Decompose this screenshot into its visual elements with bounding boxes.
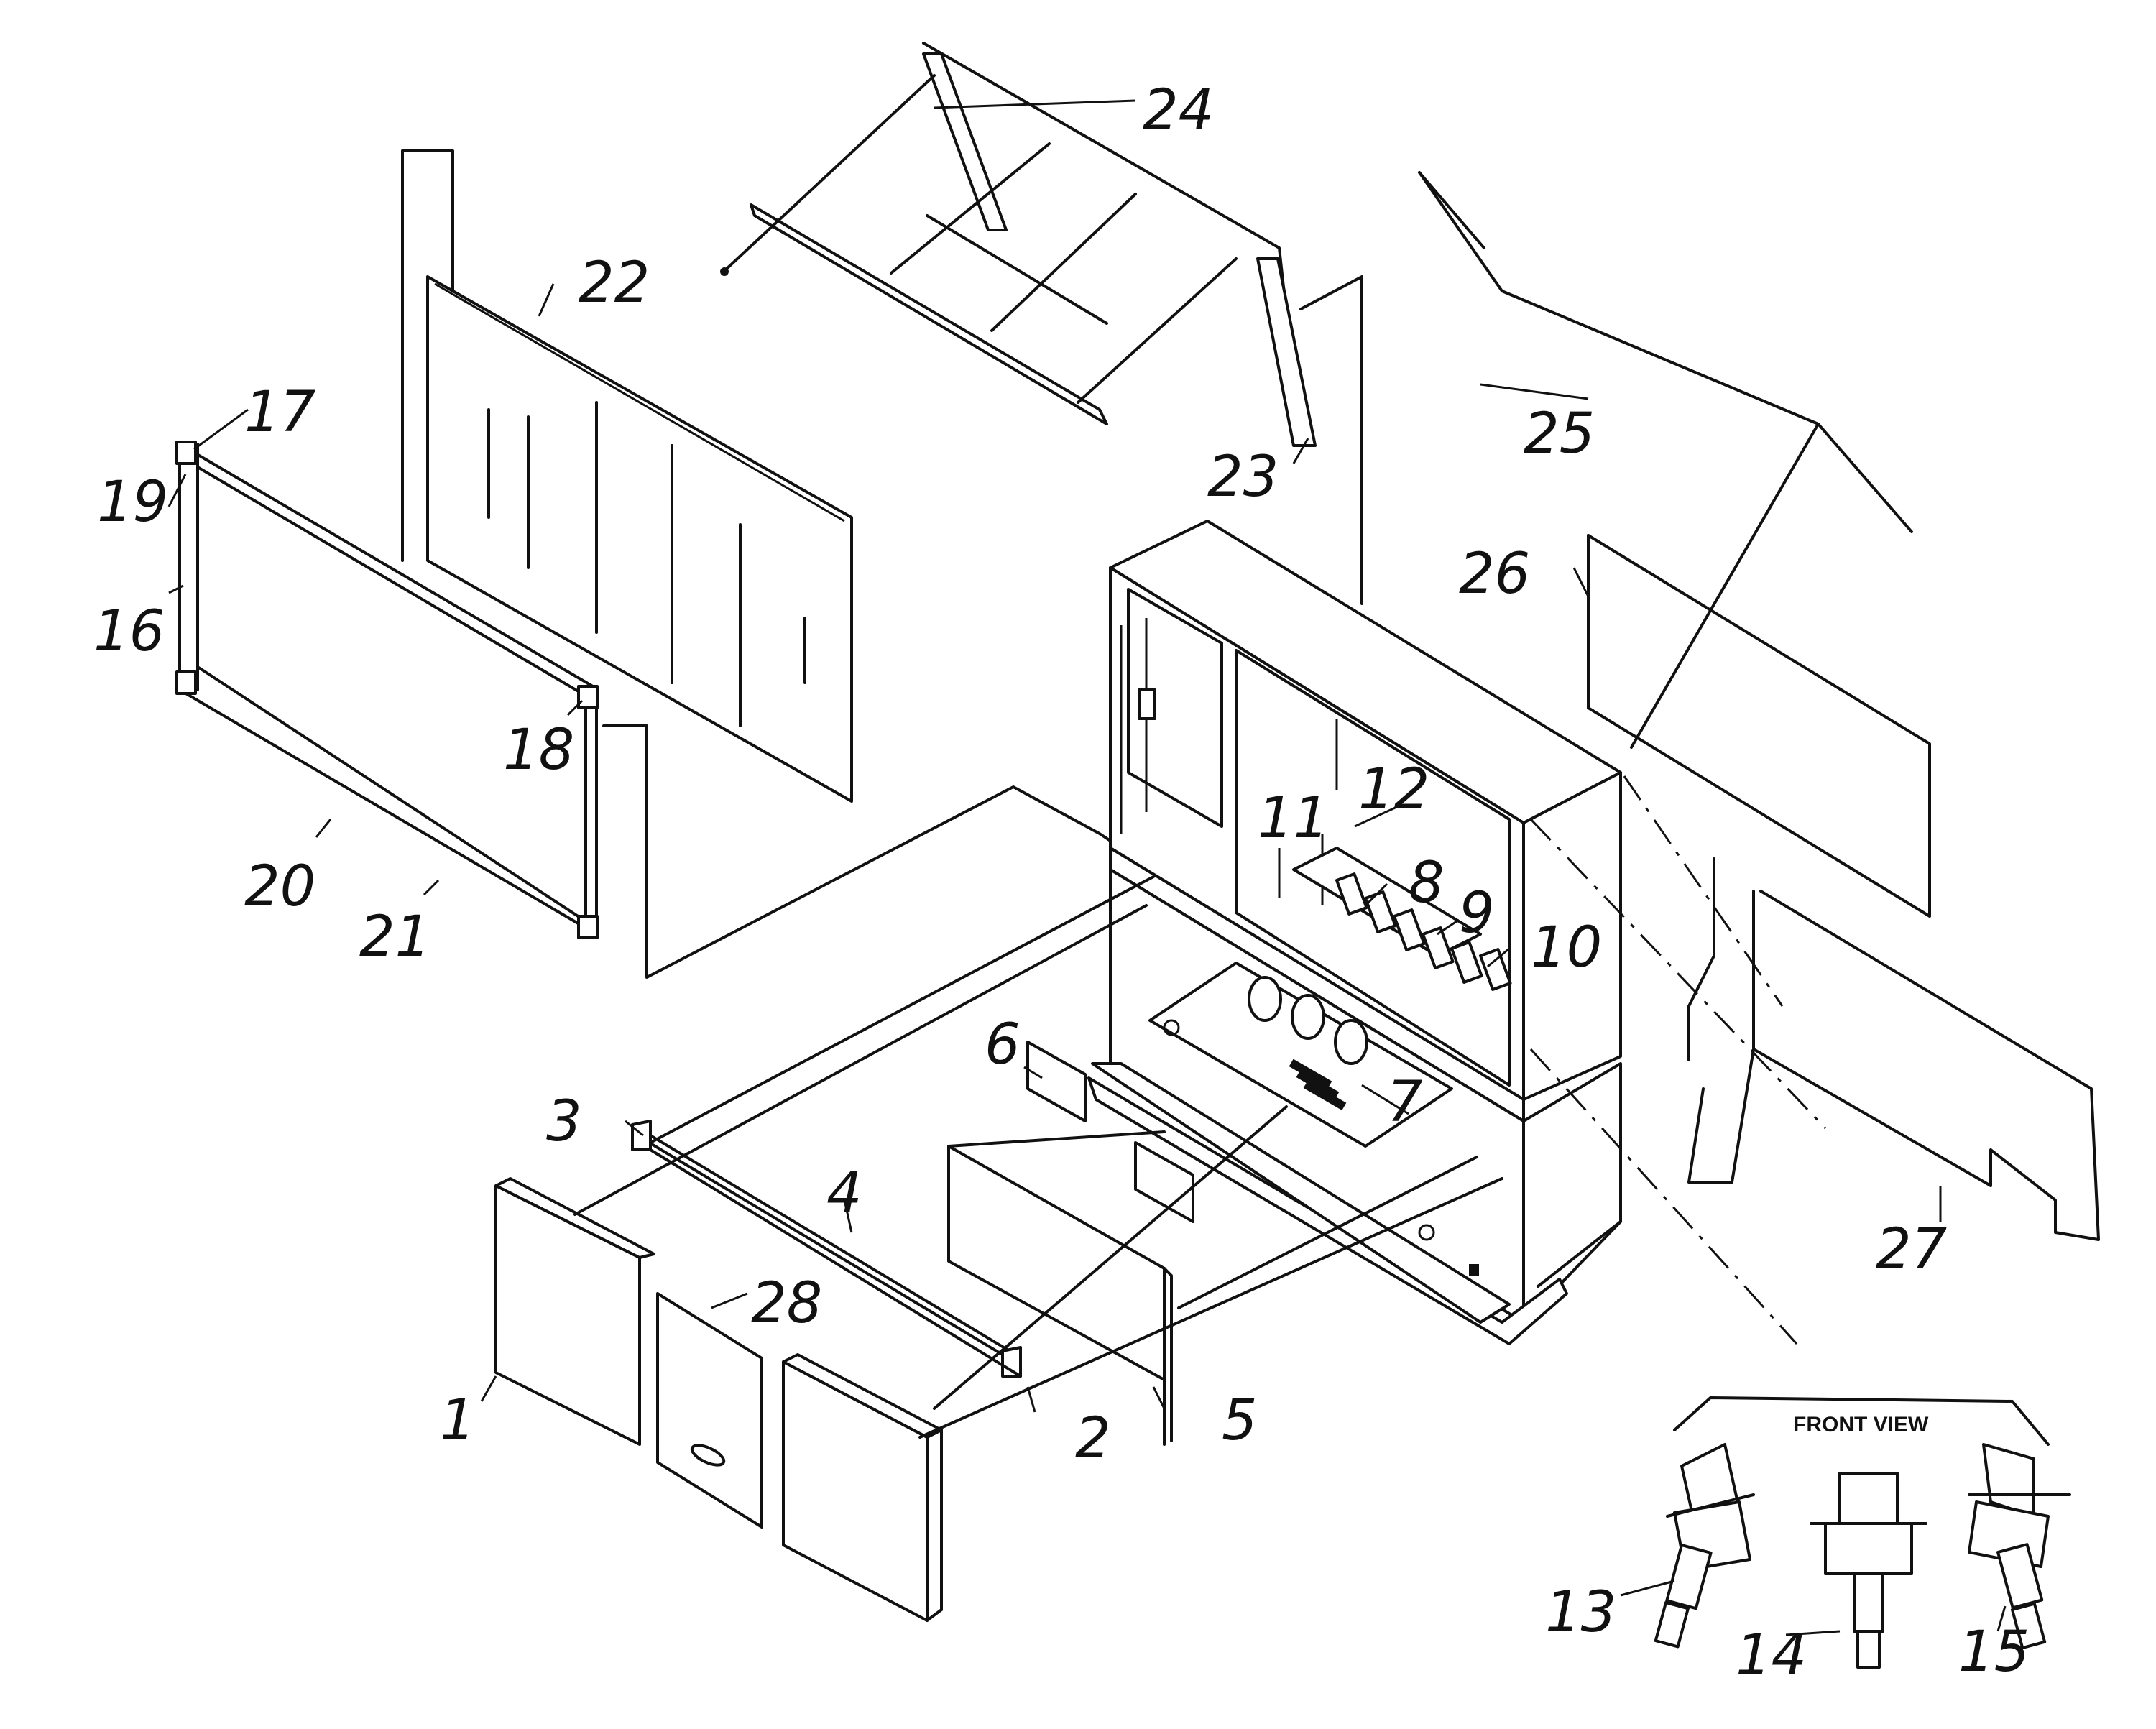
label-part-12: 12 [1358,757,1429,822]
label-part-26: 26 [1459,542,1530,607]
exploded-guide-lines [573,875,1503,1439]
label-part-7: 7 [1387,1070,1423,1135]
label-part-6: 6 [985,1013,1021,1077]
label-part-14: 14 [1736,1623,1807,1688]
part-26-back-cover [1587,534,1931,918]
label-front-view: FRONT VIEW [1793,1413,1929,1437]
label-part-10: 10 [1531,916,1602,980]
part-22-rear-screen-panel [426,275,853,803]
main-cabinet [1087,520,1622,1345]
label-part-16: 16 [93,599,165,664]
label-part-25: 25 [1524,402,1595,466]
part-24-top-frame [720,42,1363,605]
part-4-bottom-rail [631,1120,1022,1378]
label-part-20: 20 [244,854,315,919]
part-13-projector [1654,1443,1755,1649]
label-part-5: 5 [1222,1388,1258,1453]
label-part-17: 17 [244,380,315,445]
label-part-13: 13 [1545,1580,1616,1645]
lens-cluster [1292,847,1512,991]
label-part-11: 11 [1258,786,1329,851]
leader-lines [167,99,2007,1636]
center-lines [1529,775,1827,1345]
part-labels: 1 2 3 4 5 6 7 8 9 10 11 12 13 14 15 16 1… [93,78,2030,1688]
part-14-projector [1810,1472,1927,1669]
label-part-4: 4 [826,1161,862,1226]
label-part-23: 23 [1207,445,1279,510]
label-part-28: 28 [751,1271,822,1336]
label-part-3: 3 [546,1089,582,1154]
part-5-lower-panel [947,1130,1173,1446]
label-part-1: 1 [440,1388,476,1453]
part-25-top-panel [1418,171,1913,749]
part-6-7-brackets [1026,1041,1194,1223]
label-part-2: 2 [1075,1406,1111,1471]
part-27-side-cover [1687,857,2100,1241]
front-view-bracket [1673,1396,2050,1446]
front-doors [494,1177,943,1622]
label-part-15: 15 [1958,1620,2030,1684]
label-part-21: 21 [359,905,430,969]
label-part-27: 27 [1876,1217,1947,1282]
part-15-projector [1968,1443,2071,1650]
part-16-front-screen-frame [175,441,599,939]
label-part-9: 9 [1459,881,1495,946]
label-part-19: 19 [97,470,168,535]
label-part-24: 24 [1143,78,1214,143]
label-part-22: 22 [579,251,650,315]
label-part-8: 8 [1409,851,1445,916]
label-part-18: 18 [503,718,574,783]
